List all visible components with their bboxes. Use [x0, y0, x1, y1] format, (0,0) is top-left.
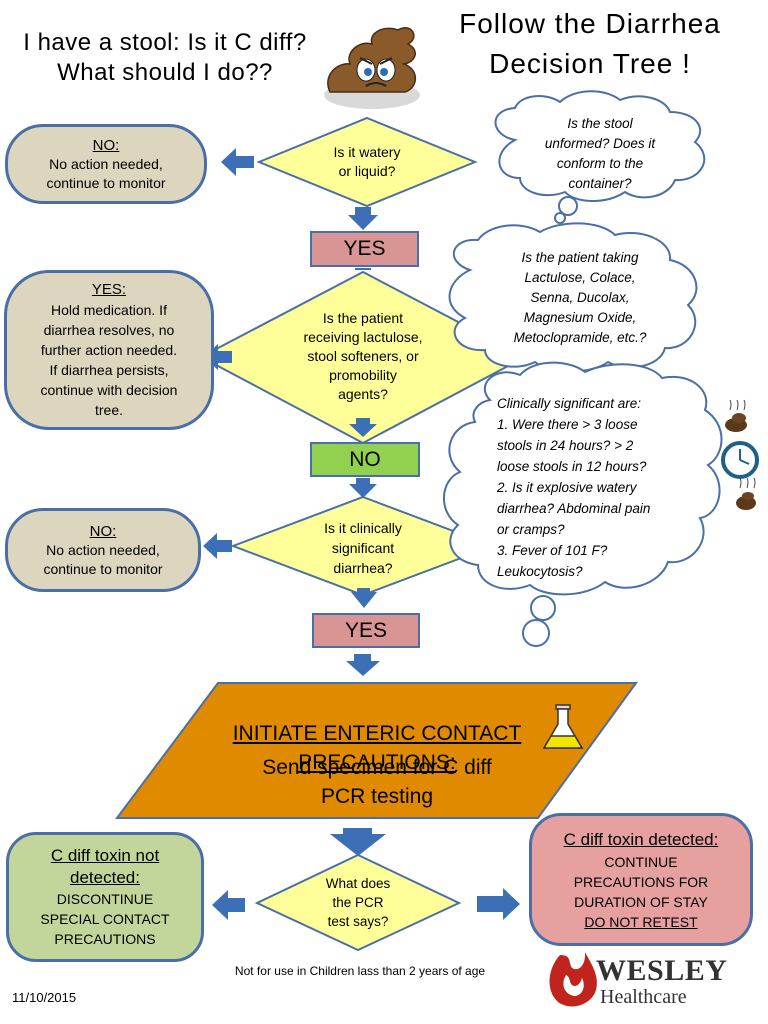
q2-yes-box: YES: Hold medication. If diarrhea resolv… — [4, 270, 214, 430]
logo-subtitle: Healthcare — [600, 986, 687, 1008]
clock-icon — [721, 441, 759, 479]
left-arrow-q1 — [221, 148, 254, 176]
down-arrow-3 — [349, 418, 377, 437]
left-arrow-q4 — [212, 890, 245, 920]
no-label: NO — [310, 442, 420, 477]
thought-cloud-1 — [494, 90, 706, 224]
down-arrow-4 — [349, 478, 377, 498]
not-detected-box: C diff toxin not detected: DISCONTINUE S… — [6, 832, 204, 962]
yes-label-2: YES — [312, 613, 420, 648]
down-arrow-5 — [351, 588, 377, 608]
q1-no-heading: NO: — [92, 136, 120, 154]
thought-cloud-3 — [443, 361, 723, 647]
down-arrow-2 — [355, 268, 371, 270]
q2-yes-heading: YES: — [91, 281, 127, 298]
down-arrow-1 — [348, 207, 378, 230]
stool-character-icon — [324, 27, 420, 109]
q3-no-heading: NO: — [89, 522, 117, 540]
stool-icon — [725, 399, 747, 432]
detected-body: CONTINUE PRECAUTIONS FOR DURATION OF STA… — [573, 853, 709, 910]
left-arrow-q3 — [203, 533, 232, 559]
q3-no-box: NO: No action needed, continue to monito… — [5, 508, 201, 592]
down-arrow-7 — [330, 828, 386, 856]
diamond-q1 — [256, 116, 478, 208]
title-left: I have a stool: Is it C diff? What shoul… — [23, 29, 307, 86]
q4-text: What does the PCR test says? — [325, 876, 391, 929]
footer-note: Not for use in Children lass than 2 year… — [234, 964, 486, 978]
logo-wordmark: WESLEY — [596, 954, 728, 987]
q2-text: Is the patient receiving lactulose, stoo… — [303, 310, 423, 402]
cloud3-text: Clinically significant are: 1. Were ther… — [497, 396, 651, 579]
q2-yes-body: Hold medication. If diarrhea resolves, n… — [40, 302, 178, 418]
diamond-q4 — [254, 853, 462, 952]
detected-note: DO NOT RETEST — [584, 913, 698, 930]
title-right: Follow the Diarrhea Decision Tree ! — [459, 8, 721, 79]
action-body: Send specimen for C diff PCR testing — [262, 756, 492, 808]
wesley-logo-icon — [549, 952, 597, 1007]
q1-no-box: NO: No action needed, continue to monito… — [5, 124, 207, 204]
action-heading: INITIATE ENTERIC CONTACT PRECAUTIONS: — [218, 690, 536, 777]
stool-icon — [736, 477, 756, 510]
q1-no-body: No action needed, continue to monitor — [46, 155, 166, 191]
right-arrow-q4 — [477, 888, 520, 920]
cloud1-text: Is the stool unformed? Does it conform t… — [544, 116, 656, 191]
footer-date: 11/10/2015 — [12, 990, 77, 1005]
yes-label-1: YES — [310, 231, 419, 267]
detected-heading: C diff toxin detected: — [563, 829, 719, 849]
detected-box: C diff toxin detected: CONTINUE PRECAUTI… — [529, 813, 753, 946]
q1-text: Is it watery or liquid? — [333, 144, 401, 179]
down-arrow-6 — [346, 654, 380, 676]
action-parallelogram — [115, 682, 638, 819]
not-detected-body: DISCONTINUE SPECIAL CONTACT PRECAUTIONS — [40, 891, 170, 947]
not-detected-heading: C diff toxin not detected: — [50, 846, 160, 887]
down-arrows — [330, 207, 386, 856]
q3-no-body: No action needed, continue to monitor — [43, 541, 163, 577]
action-heading-text: INITIATE ENTERIC CONTACT PRECAUTIONS: — [232, 722, 522, 774]
cloud2-text: Is the patient taking Lactulose, Colace,… — [513, 250, 647, 345]
flask-icon — [542, 704, 584, 749]
q3-text: Is it clinically significant diarrhea? — [324, 520, 402, 576]
